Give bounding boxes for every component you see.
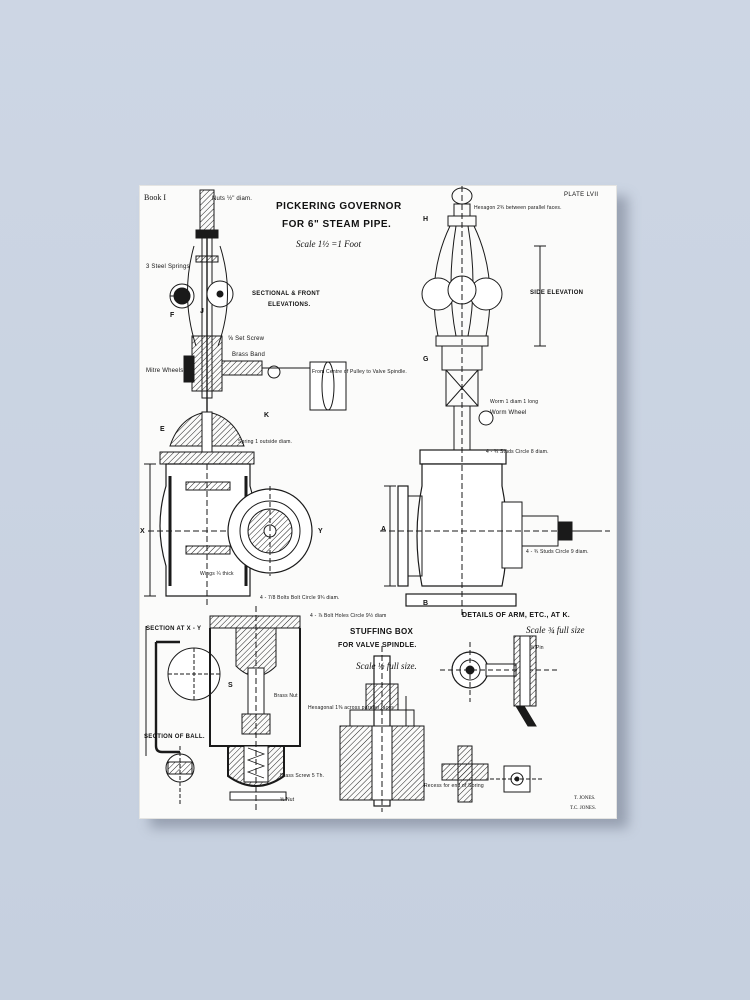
note-set-screw: ⅝ Set Screw (228, 336, 265, 342)
note-worm-wheel: Worm Wheel (490, 410, 527, 416)
letter-f: F (170, 312, 175, 319)
note-brass-screw: Brass Screw 5 Th. (280, 773, 325, 779)
signature-1: T. JONES. (574, 796, 596, 801)
note-nut: ⅝ Nut (280, 797, 295, 803)
title-line-2: FOR 6" STEAM PIPE. (282, 219, 392, 230)
book-label: Book I (144, 193, 166, 202)
section-ball-label: SECTION OF BALL. (144, 734, 205, 740)
scale-half: Scale ½ full size. (356, 661, 417, 671)
note-bolt-holes: 4 - ⅞ Bolt Holes Circle 9½ diam (310, 613, 387, 619)
letter-a: A (381, 526, 387, 533)
stuffing-box-drawing (339, 646, 425, 812)
side-elevation (380, 186, 610, 616)
section-x-y (145, 606, 301, 812)
arm-details (440, 635, 560, 803)
note-pin: ⅜ Pin (530, 645, 544, 651)
side-elevation-label: SIDE ELEVATION (530, 290, 584, 296)
letter-j: J (200, 308, 205, 315)
sectional-governor (144, 189, 347, 606)
note-wings: Wings ¼ thick (200, 571, 234, 577)
plate-number: PLATE LVII (564, 192, 599, 198)
note-recess: Recess for end of Spring (424, 783, 484, 789)
letter-g: G (423, 356, 429, 363)
note-studs-top: 4 - ¾ Studs Circle 8 diam. (486, 449, 549, 455)
note-brass-nut: Brass Nut (274, 693, 298, 699)
valve-spindle-label: FOR VALVE SPINDLE. (338, 642, 417, 649)
section-xy-label: SECTION AT X - Y (146, 626, 202, 632)
letter-s: S (228, 682, 233, 689)
note-spring: Spring 1 outside diam. (238, 439, 293, 445)
note-nuts: Nuts ½" diam. (212, 196, 253, 202)
note-hexagonal: Hexagonal 1⅜ across parallel faces (308, 705, 395, 711)
technical-drawing (144, 186, 610, 812)
note-bolts: 4 - 7/8 Bolts Bolt Circle 9¾ diam. (260, 595, 340, 601)
elevations-label: ELEVATIONS. (268, 302, 311, 308)
letter-x: X (140, 528, 145, 535)
letter-h: H (423, 216, 429, 223)
canvas-print: Book I PLATE LVII PICKERING GOVERNOR FOR… (140, 186, 616, 818)
note-brass-band: Brass Band (232, 352, 266, 358)
note-mitre-wheels: Mitre Wheels (146, 368, 184, 374)
letter-k: K (264, 412, 270, 419)
scale-main: Scale 1½ =1 Foot (296, 239, 362, 249)
note-studs-side: 4 - ¾ Studs Circle 9 diam. (526, 549, 589, 555)
letter-y: Y (318, 528, 323, 535)
letter-e: E (160, 426, 165, 433)
stuffing-box-label: STUFFING BOX (350, 627, 414, 636)
sectional-front-label: SECTIONAL & FRONT (252, 291, 320, 297)
note-steel-springs: 3 Steel Springs (146, 264, 190, 270)
note-worm: Worm 1 diam 1 long (490, 399, 539, 405)
details-arm-label: DETAILS OF ARM, ETC., AT K. (462, 612, 571, 619)
letter-b: B (423, 600, 429, 607)
title-line-1: PICKERING GOVERNOR (276, 201, 402, 212)
signature-2: T.C. JONES. (570, 806, 597, 811)
note-hexagon: Hexagon 2¾ between parallel faces. (474, 205, 562, 211)
scale-arm: Scale ¾ full size (526, 625, 585, 635)
note-from-centre: From Centre of Pulley to Valve Spindle. (312, 369, 407, 375)
